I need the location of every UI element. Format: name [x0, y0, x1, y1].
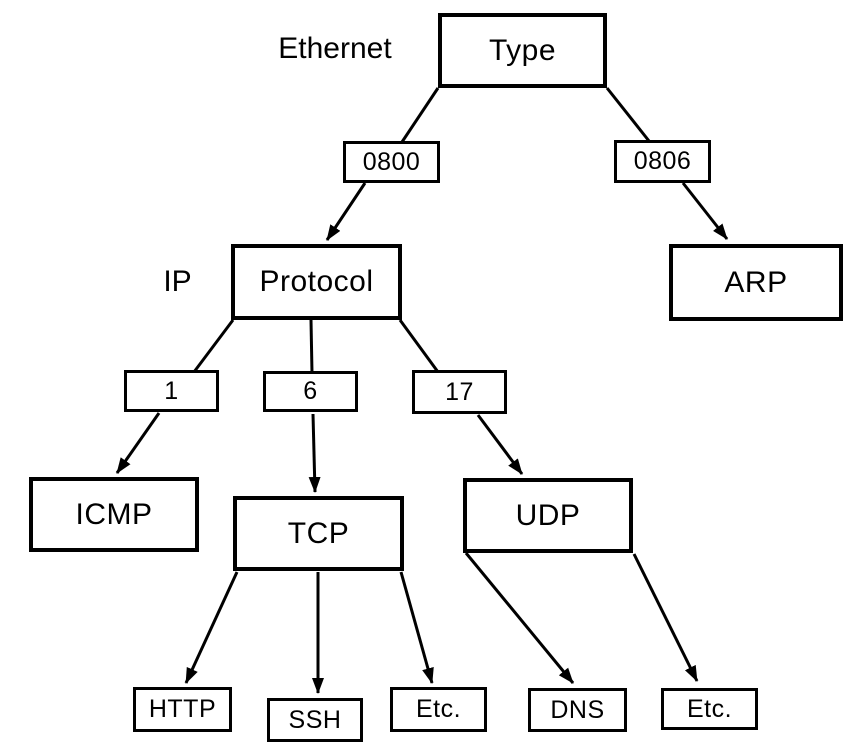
http-node: HTTP [133, 687, 232, 732]
ssh-node: SSH [267, 698, 363, 742]
edge-udp-dns [464, 552, 575, 684]
edge-6-tcp [308, 413, 321, 493]
ethertype-0806-node: 0806 [614, 140, 711, 183]
protocol-6-node: 6 [263, 371, 358, 412]
arp-node: ARP [669, 244, 843, 321]
protocol-node: Protocol [231, 244, 402, 320]
protocol-17-node: 17 [412, 370, 507, 414]
etc-tcp-node: Etc. [390, 687, 487, 732]
tcp-node: TCP [233, 496, 404, 571]
ethernet-label: Ethernet [278, 32, 392, 65]
etc-udp-node: Etc. [661, 688, 758, 730]
edge-tcp-http [184, 571, 239, 684]
edge-protocol-17 [398, 319, 440, 373]
dns-node: DNS [528, 688, 627, 732]
edge-protocol-1 [192, 319, 235, 373]
edge-protocol-6 [309, 319, 314, 374]
edge-udp-etc [632, 553, 699, 682]
type-node: Type [438, 13, 607, 88]
edge-0800-protocol [325, 182, 367, 241]
ethertype-0800-node: 0800 [343, 141, 440, 183]
udp-node: UDP [463, 478, 633, 553]
ip-label: IP [163, 265, 192, 298]
protocol-1-node: 1 [124, 370, 219, 412]
icmp-node: ICMP [29, 477, 199, 552]
edge-type-0800 [400, 87, 440, 143]
edge-0806-arp [681, 182, 729, 240]
edge-tcp-etc [399, 571, 434, 684]
edge-17-udp [476, 414, 524, 475]
edge-1-icmp [115, 412, 161, 474]
edge-type-0806 [605, 87, 651, 142]
